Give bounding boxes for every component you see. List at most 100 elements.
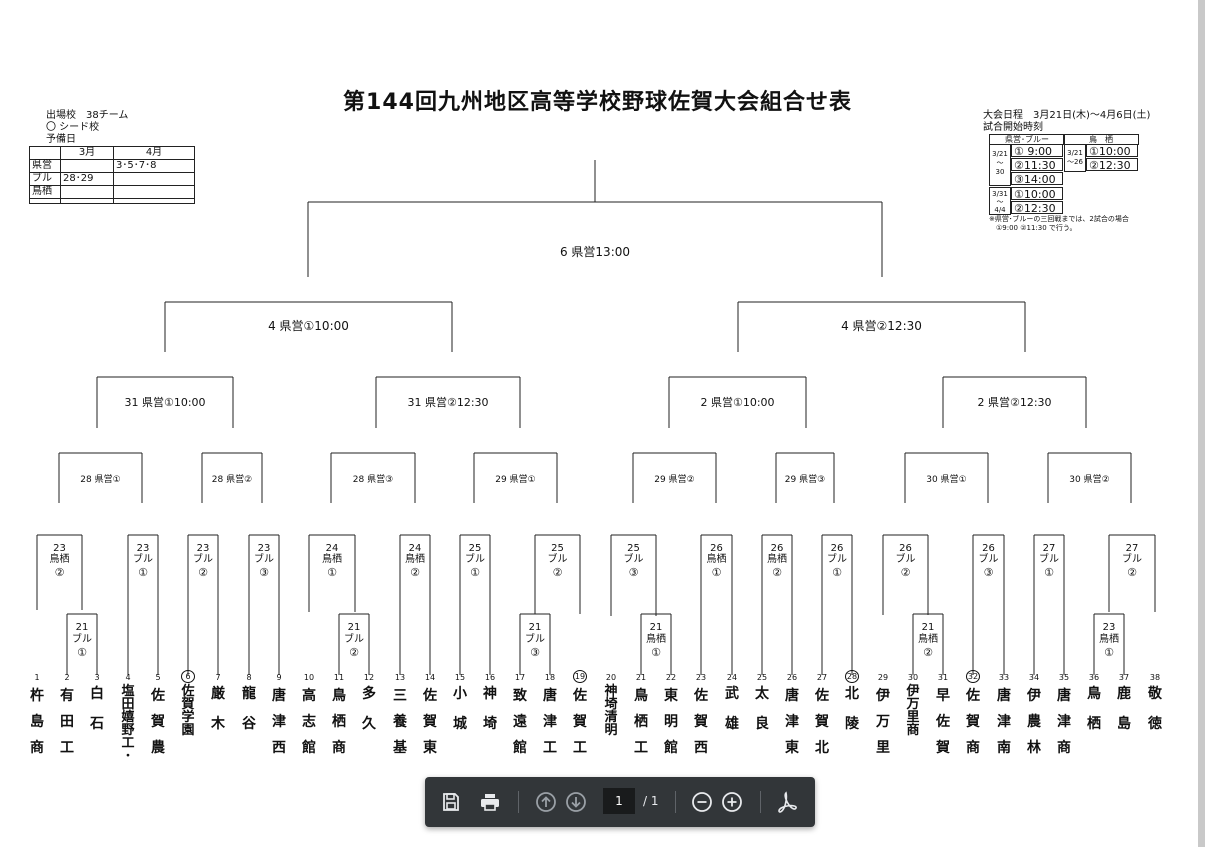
round2-venue: ブル [1122, 552, 1142, 565]
date-range-cell: 3/21 ～ 30 [989, 144, 1011, 186]
quarterfinal-match-label: 2 県営②12:30 [977, 395, 1051, 409]
round2-slot: ③ [984, 566, 994, 579]
round2-venue: ブル [979, 552, 999, 565]
save-button[interactable] [439, 790, 463, 814]
round3-match-label: 28 県営① [80, 473, 120, 485]
round2-match-number: 26 [771, 543, 784, 554]
round2-venue: ブル [133, 552, 153, 565]
semifinal-match-label: 4 県営①10:00 [268, 319, 349, 333]
round2-match-number: 26 [982, 543, 995, 554]
round2-slot: ③ [629, 566, 639, 579]
round1-venue: 鳥栖 [1099, 632, 1119, 645]
round2-match-number: 25 [551, 543, 564, 554]
open-in-acrobat-button[interactable] [775, 790, 799, 814]
page-number-input[interactable]: 1 [603, 788, 635, 814]
round2-slot: ② [772, 566, 782, 579]
round3-match-label: 29 県営③ [785, 473, 825, 485]
toolbar-divider [518, 791, 519, 813]
time-cell: ②12:30 [1011, 201, 1063, 215]
toolbar-divider [760, 791, 761, 813]
round2-match-number: 27 [1126, 543, 1139, 554]
zoom-in-button[interactable] [720, 790, 744, 814]
arrow-down-icon [566, 792, 586, 812]
toolbar-divider [675, 791, 676, 813]
team-count-label: 出場校 38チーム [46, 110, 129, 121]
round2-slot: ③ [259, 566, 269, 579]
page-title: 第144回九州地区高等学校野球佐賀大会組合せ表 [343, 90, 852, 115]
round3-match-label: 28 県営③ [353, 473, 393, 485]
round2-slot: ② [410, 566, 420, 579]
date-range-text: ～ [996, 159, 1004, 167]
round2-match-number: 23 [137, 543, 150, 554]
next-page-button[interactable] [564, 790, 588, 814]
quarterfinal-match-label: 31 県営②12:30 [407, 395, 488, 409]
round1-match-number: 21 [348, 622, 361, 633]
zoom-out-icon [692, 792, 712, 812]
round2-slot: ② [198, 566, 208, 579]
round2-venue: 鳥栖 [322, 552, 342, 565]
round3-match-label: 28 県営② [212, 473, 252, 485]
round3-match-label: 29 県営① [495, 473, 535, 485]
round1-slot: ① [77, 646, 87, 659]
round2-venue: ブル [254, 552, 274, 565]
semifinal-match-label: 4 県営②12:30 [841, 319, 922, 333]
round1-slot: ① [1104, 646, 1114, 659]
round2-slot: ② [901, 566, 911, 579]
time-cell: ③14:00 [1011, 172, 1063, 186]
print-button[interactable] [478, 790, 502, 814]
date-range-text: 3/21 [1067, 149, 1083, 157]
date-range-cell: 3/21 ～26 [1064, 144, 1086, 172]
acrobat-icon [778, 791, 797, 813]
round3-match-label: 30 県営② [1069, 473, 1109, 485]
round2-slot: ① [712, 566, 722, 579]
round2-match-number: 25 [627, 543, 640, 554]
round2-venue: ブル [193, 552, 213, 565]
round2-venue: 鳥栖 [50, 552, 70, 565]
round3-match-label: 29 県営② [654, 473, 694, 485]
round1-slot: ② [349, 646, 359, 659]
round2-venue: ブル [548, 552, 568, 565]
round2-match-number: 26 [899, 543, 912, 554]
window-scrollbar-edge [1198, 0, 1205, 847]
previous-page-button[interactable] [534, 790, 558, 814]
schedule-note: ①9:00 ②11:30 で行う。 [989, 224, 1077, 232]
zoom-out-button[interactable] [690, 790, 714, 814]
round1-match-number: 21 [76, 622, 89, 633]
round2-venue: 鳥栖 [707, 552, 727, 565]
seed-legend: 〇 シード校 [46, 122, 100, 133]
round1-slot: ① [651, 646, 661, 659]
date-range-text: 4/4 [994, 206, 1006, 214]
round2-venue: 鳥栖 [405, 552, 425, 565]
time-cell: ① 9:00 [1011, 144, 1063, 158]
round1-match-number: 21 [529, 622, 542, 633]
round2-slot: ① [1044, 566, 1054, 579]
round1-match-number: 23 [1103, 622, 1116, 633]
round2-slot: ② [553, 566, 563, 579]
round1-slot: ③ [530, 646, 540, 659]
pdf-toolbar: 1 / 1 [425, 777, 815, 827]
reserve-day-table: 3月 4月 県営 3･5･7･8 ブル 28･29 鳥栖 [29, 146, 195, 204]
round2-slot: ② [55, 566, 65, 579]
schedule-note: ※県営･ブルーの三回戦までは、2試合の場合 [989, 215, 1129, 223]
round2-match-number: 23 [258, 543, 271, 554]
round1-venue: 鳥栖 [646, 632, 666, 645]
round2-match-number: 25 [469, 543, 482, 554]
zoom-in-icon [722, 792, 742, 812]
round2-slot: ① [138, 566, 148, 579]
date-range-text: 3/21 [992, 150, 1008, 158]
round1-match-number: 21 [650, 622, 663, 633]
time-cell: ①10:00 [1011, 187, 1063, 201]
arrow-up-icon [536, 792, 556, 812]
round2-slot: ② [1127, 566, 1137, 579]
round2-match-number: 23 [53, 543, 66, 554]
quarterfinal-match-label: 31 県営①10:00 [124, 395, 205, 409]
round2-match-number: 26 [710, 543, 723, 554]
round1-venue: ブル [344, 632, 364, 645]
round2-venue: ブル [624, 552, 644, 565]
start-times-label: 試合開始時刻 [983, 122, 1043, 133]
time-cell: ②12:30 [1086, 158, 1138, 172]
round2-venue: ブル [827, 552, 847, 565]
print-icon [481, 794, 499, 811]
start-time-table: 県営･ブルー 鳥 栖 3/21 ～ 30 ① 9:00 ②11:30 ③14:0… [989, 134, 1139, 216]
